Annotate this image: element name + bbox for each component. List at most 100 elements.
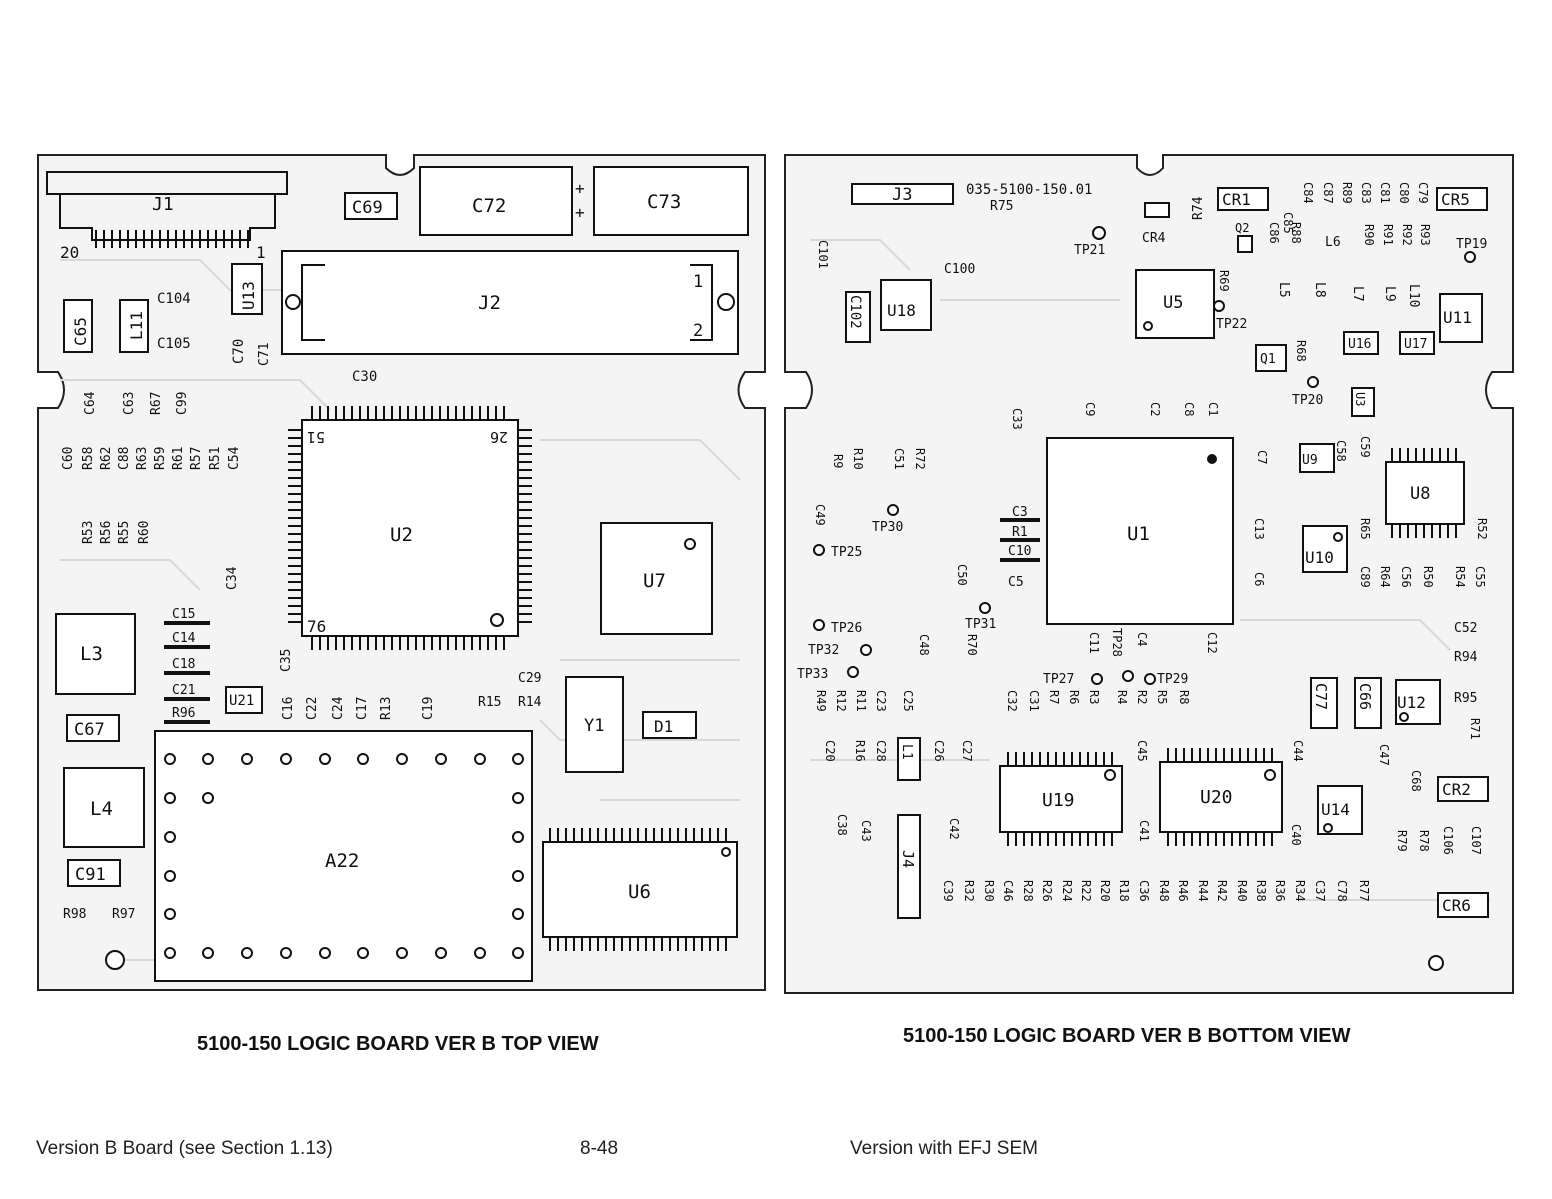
label-r74: R74 [1191,196,1206,220]
u13-part [231,263,263,315]
label-c107: C107 [1469,826,1483,855]
bottom-view-caption: 5100-150 LOGIC BOARD VER B BOTTOM VIEW [903,1025,1351,1047]
label-j2-pin2: 2 [693,321,703,341]
label-c35: C35 [279,649,294,672]
j3-connector [851,183,954,205]
label-c12: C12 [1205,632,1219,654]
label-j1: J1 [152,194,174,215]
label-c41: C41 [1137,820,1151,842]
label-c39: C39 [941,880,955,902]
label-r10: R10 [851,448,865,470]
label-c28: C28 [874,740,888,762]
label-u7: U7 [643,570,666,592]
label-r61: R61 [171,447,186,470]
label-r69: R69 [1217,270,1231,292]
label-c65: C65 [71,317,90,346]
label-l1: L1 [899,744,914,760]
label-u14: U14 [1321,800,1350,819]
label-r67: R67 [149,392,164,415]
label-j1-pin1: 1 [256,243,266,262]
label-u9: U9 [1302,453,1318,468]
label-l6: L6 [1325,235,1341,250]
label-c56: C56 [1399,566,1413,588]
label-u13: U13 [239,281,258,310]
label-q2: Q2 [1235,221,1249,235]
tp32-point [860,644,872,656]
u1-chip [1046,437,1234,625]
label-tp29: TP29 [1157,672,1188,687]
label-r98: R98 [63,907,86,922]
label-r78: R78 [1417,830,1431,852]
label-c20: C20 [823,740,837,762]
label-c42: C42 [947,818,961,840]
d1-diode [642,711,697,739]
label-c44: C44 [1291,740,1305,762]
u3-chip [1351,387,1375,417]
label-r24: R24 [1060,880,1074,902]
tp21-point [1092,226,1106,240]
label-c68: C68 [1409,770,1423,792]
label-j4: J4 [899,850,917,868]
label-c105: C105 [157,336,191,352]
l3-inductor [55,613,136,695]
u2-chip [288,406,532,650]
label-l7: L7 [1350,286,1365,302]
label-cr4: CR4 [1142,231,1166,246]
plus-mark: + [575,179,585,198]
label-tp25: TP25 [831,545,862,560]
label-r46: R46 [1176,880,1190,902]
label-u6: U6 [628,881,651,903]
label-c15: C15 [172,607,195,622]
label-r3: R3 [1087,690,1101,704]
label-u16: U16 [1348,337,1371,352]
label-c54: C54 [227,446,242,470]
label-tp28: TP28 [1110,628,1124,657]
label-r71: R71 [1468,718,1482,740]
c66-part [1354,677,1382,729]
label-c33: C33 [1010,408,1024,430]
label-c5: C5 [1008,575,1024,590]
label-r48: R48 [1157,880,1171,902]
footer-left-note: Version B Board (see Section 1.13) [36,1138,333,1159]
label-cr2: CR2 [1442,780,1471,799]
label-r55: R55 [117,521,132,544]
y1-crystal [565,676,624,773]
label-c46: C46 [1001,880,1015,902]
label-c21: C21 [172,683,195,698]
label-c18: C18 [172,657,195,672]
u19-chip [999,752,1123,846]
label-r92: R92 [1400,224,1414,246]
u21-part [225,686,263,714]
label-u5: U5 [1163,293,1183,313]
label-l9: L9 [1382,286,1397,302]
label-r96: R96 [172,706,195,721]
label-tp27: TP27 [1043,672,1074,687]
label-c1: C1 [1206,402,1220,416]
label-c25: C25 [901,690,915,712]
label-tp33: TP33 [797,667,828,682]
label-c86: C86 [1267,222,1281,244]
label-r8: R8 [1177,690,1191,704]
label-r32: R32 [962,880,976,902]
label-u2-pin76: 76 [307,617,326,636]
label-l8: L8 [1312,282,1327,298]
label-r56: R56 [99,521,114,544]
j4-connector [897,814,921,919]
l1-inductor [897,737,921,781]
label-c11: C11 [1087,632,1101,654]
label-d1: D1 [654,717,673,736]
label-r36: R36 [1273,880,1287,902]
tp26-point [813,619,825,631]
label-c71: C71 [257,343,272,366]
label-c89: C89 [1358,566,1372,588]
label-u11: U11 [1443,308,1472,327]
label-r6: R6 [1067,690,1081,704]
label-c91: C91 [75,865,106,885]
label-c8: C8 [1182,402,1196,416]
label-c87: C87 [1321,182,1335,204]
label-tp31: TP31 [965,617,996,632]
label-l3: L3 [80,643,103,665]
label-u2: U2 [390,524,413,546]
mount-hole [1428,955,1444,971]
label-c69: C69 [352,198,383,218]
